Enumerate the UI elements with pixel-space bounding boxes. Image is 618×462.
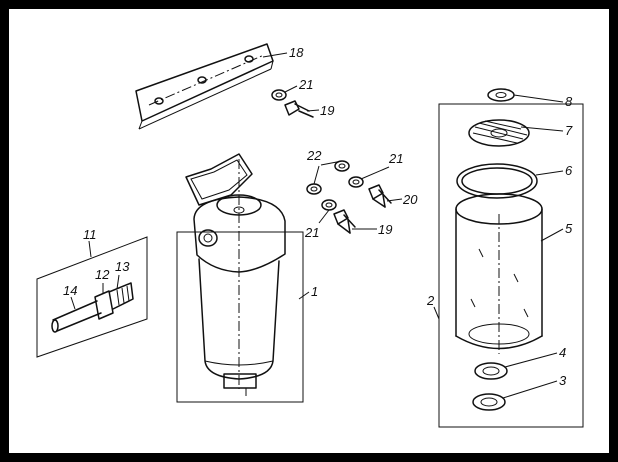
bolt-upper (284, 100, 314, 118)
callout-20: 20 (402, 192, 418, 207)
bolt-19b (333, 209, 356, 234)
callout-14: 14 (63, 283, 77, 298)
callout-21b: 21 (388, 151, 403, 166)
seal-washer-8 (487, 88, 515, 102)
gasket-ring-6 (456, 163, 538, 199)
lock-washer-21c (321, 199, 337, 211)
mesh-disc-7 (468, 119, 530, 147)
callout-6: 6 (565, 163, 573, 178)
housing-group-box (176, 231, 304, 403)
fitting-group (36, 236, 148, 358)
exploded-view-diagram: 18 21 19 22 21 20 21 19 1 2 3 4 5 6 7 8 … (36, 43, 584, 428)
callout-18: 18 (289, 45, 304, 60)
lock-washer-upper (271, 89, 287, 101)
bracket-plate (135, 43, 274, 130)
callout-12: 12 (95, 267, 110, 282)
callout-7: 7 (565, 123, 573, 138)
element-group-box (438, 103, 584, 428)
callout-2: 2 (426, 293, 435, 308)
washer-3 (472, 393, 506, 411)
callout-21a: 21 (298, 77, 313, 92)
washer-22b (334, 160, 350, 172)
callout-3: 3 (559, 373, 567, 388)
callout-1: 1 (311, 284, 318, 299)
callout-8: 8 (565, 94, 573, 109)
washer-4 (474, 362, 508, 380)
bolt-20 (368, 184, 392, 208)
lock-washer-21b (348, 176, 364, 188)
callout-4: 4 (559, 345, 566, 360)
callout-19a: 19 (320, 103, 334, 118)
callout-11: 11 (83, 227, 97, 242)
drawing-canvas: 18 21 19 22 21 20 21 19 1 2 3 4 5 6 7 8 … (9, 9, 609, 453)
leader-lines (70, 52, 564, 399)
callout-19b: 19 (378, 222, 392, 237)
filter-element-5 (455, 193, 543, 354)
callout-22: 22 (306, 148, 322, 163)
callout-21c: 21 (304, 225, 319, 240)
washer-22 (306, 183, 322, 195)
callout-5: 5 (565, 221, 573, 236)
callout-labels: 18 21 19 22 21 20 21 19 1 2 3 4 5 6 7 8 … (63, 45, 573, 388)
callout-13: 13 (115, 259, 130, 274)
filter-housing (185, 153, 286, 396)
